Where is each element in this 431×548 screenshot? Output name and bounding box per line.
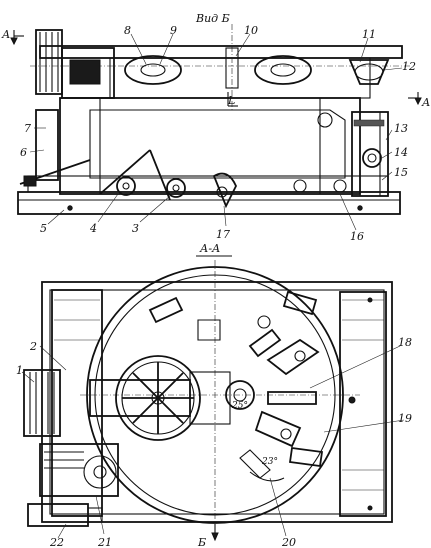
section-mark-b-bottom: Б <box>197 536 206 548</box>
callout-4: 4 <box>89 222 97 235</box>
callout-17: 17 <box>216 228 230 241</box>
callout-numbers: 1 2 3 4 5 6 7 8 9 10 11 12 13 14 15 16 1… <box>16 24 416 548</box>
callout-5: 5 <box>40 222 47 235</box>
section-title: А-А <box>199 242 220 255</box>
angle-label-23: 23° <box>261 457 278 467</box>
callout-21: 21 <box>97 536 112 548</box>
upper-view <box>10 24 422 215</box>
section-mark-a-left: А <box>1 28 10 41</box>
callout-6: 6 <box>20 146 27 159</box>
callout-12: 12 <box>402 60 416 73</box>
callout-13: 13 <box>394 122 408 135</box>
callout-3: 3 <box>132 222 139 235</box>
section-leaders <box>21 345 405 539</box>
top-leaders <box>29 33 403 231</box>
top-view-title: Вид Б <box>195 12 230 25</box>
callout-2: 2 <box>29 340 37 353</box>
callout-19: 19 <box>398 412 412 425</box>
callout-10: 10 <box>244 24 258 37</box>
callout-11: 11 <box>362 28 376 41</box>
callout-8: 8 <box>124 24 131 37</box>
callout-9: 9 <box>170 24 177 37</box>
callout-16: 16 <box>350 230 364 243</box>
l-mark: L <box>227 94 235 107</box>
callout-1: 1 <box>16 364 23 377</box>
callout-18: 18 <box>398 336 412 349</box>
angle-label-25: 25° <box>231 401 248 411</box>
callout-20: 20 <box>281 536 296 548</box>
callout-7: 7 <box>24 122 31 135</box>
section-mark-a-right: А <box>421 96 430 109</box>
lower-view <box>23 260 393 542</box>
callout-15: 15 <box>394 166 408 179</box>
callout-22: 22 <box>49 536 64 548</box>
callout-14: 14 <box>394 146 408 159</box>
